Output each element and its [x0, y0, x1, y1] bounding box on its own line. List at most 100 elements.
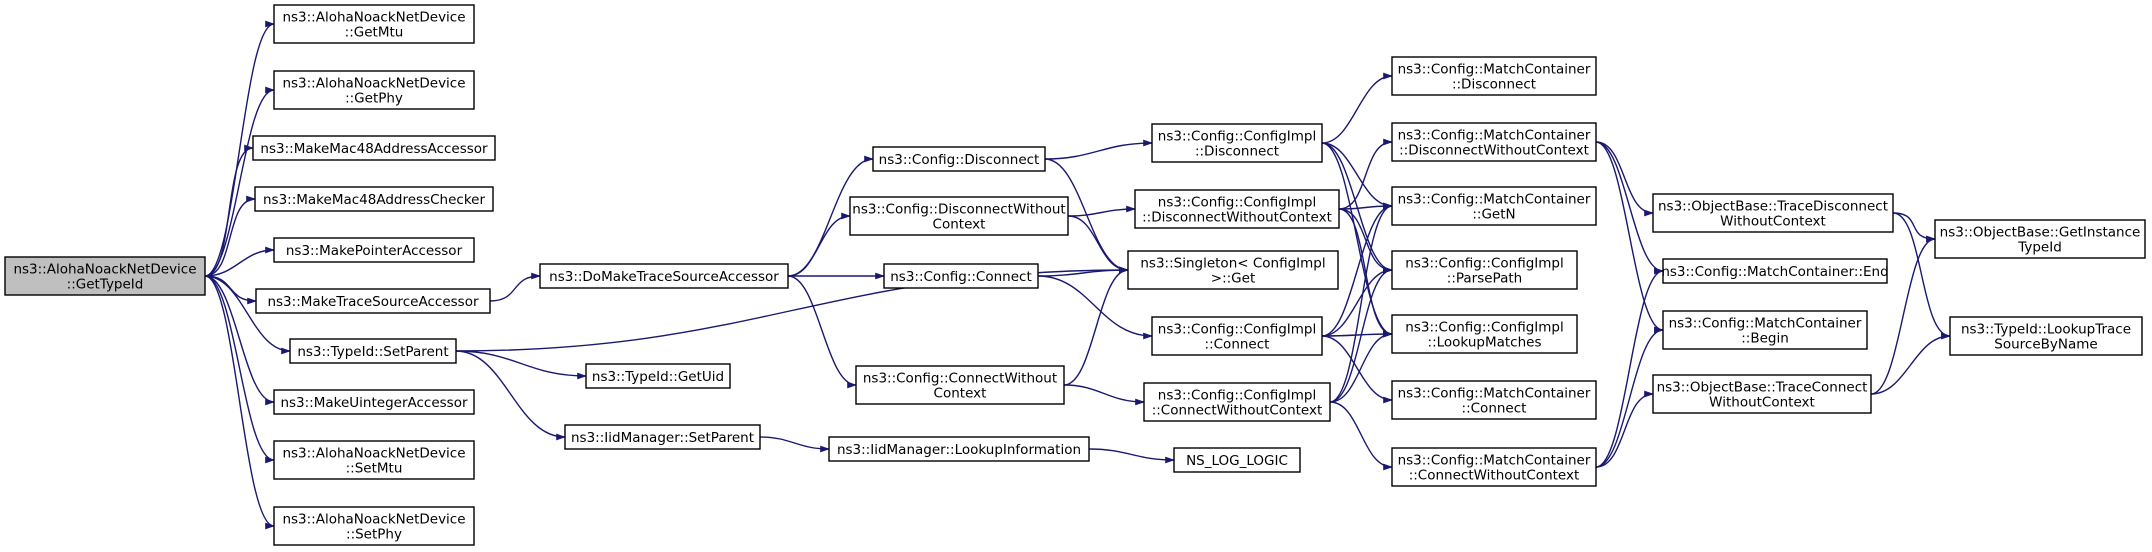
edge-lookupinfo-to-nslog — [1088, 448, 1175, 464]
node-lookupinfo[interactable]: ns3::IidManager::LookupInformation — [828, 436, 1090, 462]
edge-root-to-setphy — [204, 275, 275, 530]
edge-root-to-setmtu — [204, 275, 275, 464]
node-box — [255, 288, 491, 314]
edge-implDisc-to-mcGetN — [1321, 142, 1393, 210]
node-box — [1391, 380, 1597, 420]
node-obTraceDisc[interactable]: ns3::ObjectBase::TraceDisconnectWithoutC… — [1652, 193, 1894, 233]
node-tsacc[interactable]: ns3::MakeTraceSourceAccessor — [255, 288, 491, 314]
edge-implConnWC-to-mcConnWC — [1329, 401, 1393, 471]
edge-implConn-to-mcConn — [1321, 335, 1393, 404]
node-label-line: ns3::MakeUintegerAccessor — [280, 395, 468, 411]
node-box — [273, 70, 475, 110]
node-label-line: ns3::Config::ConfigImpl — [1405, 256, 1563, 272]
node-getuid[interactable]: ns3::TypeId::GetUid — [585, 363, 731, 389]
edge-mcDiscWC-to-mcBegin — [1595, 141, 1664, 334]
node-label-line: WithoutContext — [1709, 395, 1815, 411]
node-mac48chk[interactable]: ns3::MakeMac48AddressChecker — [254, 186, 494, 212]
edge-implConnWC-to-lookupMatches — [1329, 330, 1393, 403]
edge-dotsa-to-cfgconnwc — [787, 275, 857, 389]
node-label-line: ns3::Config::ConfigImpl — [1158, 129, 1316, 145]
edge-implDiscWC-to-mcDiscWC — [1338, 138, 1393, 210]
node-mac48acc[interactable]: ns3::MakeMac48AddressAccessor — [252, 135, 496, 161]
node-box — [1391, 56, 1597, 96]
node-mcConn[interactable]: ns3::Config::MatchContainer::Connect — [1391, 380, 1597, 420]
edge-cfgconnwc-to-singleton — [1063, 266, 1129, 386]
edge-root-to-getphy — [204, 86, 275, 277]
node-label-line: ::ConnectWithoutContext — [1409, 468, 1580, 484]
edge-implConnWC-to-mcGetN — [1329, 202, 1393, 403]
node-setparent[interactable]: ns3::TypeId::SetParent — [289, 338, 457, 364]
node-label-line: ns3::ObjectBase::TraceDisconnect — [1658, 199, 1888, 215]
node-singleton[interactable]: ns3::Singleton< ConfigImpl >::Get — [1127, 250, 1339, 290]
node-setphy[interactable]: ns3::AlohaNoackNetDevice::SetPhy — [273, 506, 475, 546]
node-root[interactable]: ns3::AlohaNoackNetDevice::GetTypeId — [4, 256, 206, 296]
node-label-line: ns3::Config::ConfigImpl — [1158, 388, 1316, 404]
node-setmtu[interactable]: ns3::AlohaNoackNetDevice::SetMtu — [273, 440, 475, 480]
node-label-line: ns3::Config::MatchContainer — [1398, 192, 1591, 208]
node-dotsa[interactable]: ns3::DoMakeTraceSourceAccessor — [539, 263, 789, 289]
node-ptracc[interactable]: ns3::MakePointerAccessor — [273, 237, 475, 263]
node-box — [273, 440, 475, 480]
node-label-line: ns3::Config::ConfigImpl — [1158, 195, 1316, 211]
node-label-line: ns3::AlohaNoackNetDevice — [282, 10, 465, 26]
node-mcConnWC[interactable]: ns3::Config::MatchContainer::ConnectWith… — [1391, 447, 1597, 487]
edge-obTraceConn-to-lookupTrace — [1870, 332, 1951, 395]
node-cfgdisc[interactable]: ns3::Config::Disconnect — [872, 146, 1046, 172]
edge-tsacc-to-dotsa — [489, 272, 541, 302]
node-label-line: ::ConnectWithoutContext — [1152, 403, 1323, 419]
node-label-line: ::SetPhy — [346, 527, 402, 543]
node-label-line: ns3::Config::MatchContainer — [1669, 316, 1862, 332]
node-box — [1391, 447, 1597, 487]
node-box — [855, 365, 1065, 405]
node-box — [849, 196, 1069, 236]
node-cfgdiscwc[interactable]: ns3::Config::DisconnectWithoutContext — [849, 196, 1069, 236]
node-box — [252, 135, 496, 161]
node-box — [828, 436, 1090, 462]
node-obTraceConn[interactable]: ns3::ObjectBase::TraceConnectWithoutCont… — [1652, 374, 1872, 414]
edge-root-to-ptracc — [204, 246, 275, 277]
node-nslog[interactable]: NS_LOG_LOGIC — [1173, 447, 1301, 473]
node-label-line: ::Connect — [1205, 337, 1270, 353]
node-mcBegin[interactable]: ns3::Config::MatchContainer::Begin — [1662, 310, 1868, 350]
node-label-line: ns3::Config::ConfigImpl — [1158, 322, 1316, 338]
node-lookupMatches[interactable]: ns3::Config::ConfigImpl::LookupMatches — [1391, 314, 1578, 354]
node-label-line: ns3::IidManager::SetParent — [571, 430, 754, 446]
node-box — [273, 4, 475, 44]
node-label-line: ns3::Config::ConnectWithout — [863, 371, 1057, 387]
node-label-line: SourceByName — [1994, 337, 2097, 353]
node-box — [1151, 316, 1323, 356]
node-label-line: ns3::Config::ConfigImpl — [1405, 320, 1563, 336]
node-mcDiscWC[interactable]: ns3::Config::MatchContainer::DisconnectW… — [1391, 122, 1597, 162]
node-implDisc[interactable]: ns3::Config::ConfigImpl::Disconnect — [1151, 123, 1323, 163]
edge-root-to-setparent — [204, 275, 291, 355]
node-getmtu[interactable]: ns3::AlohaNoackNetDevice::GetMtu — [273, 4, 475, 44]
node-iidsetparent[interactable]: ns3::IidManager::SetParent — [564, 424, 761, 450]
node-label-line: ns3::Config::MatchContainer — [1398, 62, 1591, 78]
node-label-line: ns3::TypeId::SetParent — [297, 344, 448, 360]
node-box — [273, 237, 475, 263]
node-label-line: ns3::TypeId::GetUid — [592, 369, 724, 385]
node-uintacc[interactable]: ns3::MakeUintegerAccessor — [273, 389, 475, 415]
node-cfgconn[interactable]: ns3::Config::Connect — [883, 263, 1039, 289]
node-label-line: ns3::Singleton< ConfigImpl — [1140, 256, 1325, 272]
node-mcEnd[interactable]: ns3::Config::MatchContainer::End — [1661, 258, 1889, 284]
edge-iidsetparent-to-lookupinfo — [759, 436, 830, 453]
node-label-line: ns3::Config::MatchContainer — [1398, 128, 1591, 144]
node-box — [273, 506, 475, 546]
edge-cfgdiscwc-to-implDiscWC — [1067, 205, 1136, 217]
edge-root-to-uintacc — [204, 275, 275, 406]
edge-root-to-mac48acc — [204, 144, 254, 277]
node-parsePath[interactable]: ns3::Config::ConfigImpl::ParsePath — [1391, 250, 1578, 290]
node-cfgconnwc[interactable]: ns3::Config::ConnectWithoutContext — [855, 365, 1065, 405]
node-implConnWC[interactable]: ns3::Config::ConfigImpl::ConnectWithoutC… — [1143, 382, 1331, 422]
node-mcGetN[interactable]: ns3::Config::MatchContainer::GetN — [1391, 186, 1597, 226]
node-implConn[interactable]: ns3::Config::ConfigImpl::Connect — [1151, 316, 1323, 356]
node-implDiscWC[interactable]: ns3::Config::ConfigImpl::DisconnectWitho… — [1134, 189, 1340, 229]
node-label-line: ns3::AlohaNoackNetDevice — [282, 512, 465, 528]
edge-implDisc-to-lookupMatches — [1321, 142, 1393, 338]
node-mcDisc[interactable]: ns3::Config::MatchContainer::Disconnect — [1391, 56, 1597, 96]
node-getphy[interactable]: ns3::AlohaNoackNetDevice::GetPhy — [273, 70, 475, 110]
edge-dotsa-to-cfgdiscwc — [787, 212, 851, 277]
